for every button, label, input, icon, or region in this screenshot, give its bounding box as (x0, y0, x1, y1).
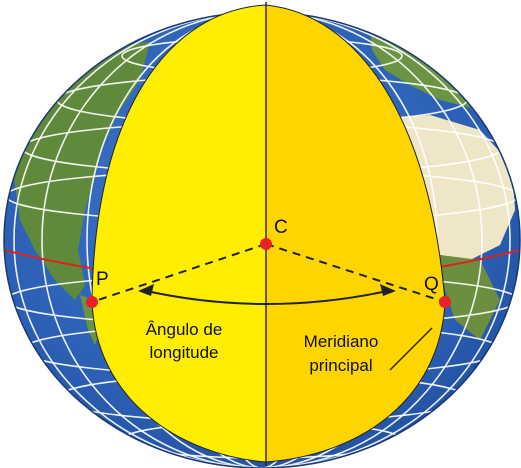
arrow-left-icon (138, 284, 154, 296)
meridian-pointer (389, 327, 433, 371)
meridian-caption-line1: Meridiano (304, 332, 379, 351)
radius-cq (265, 243, 446, 303)
angle-arc (141, 289, 393, 305)
point-c (260, 238, 272, 250)
angle-caption-line2: longitude (149, 343, 218, 362)
angle-caption-line1: Ângulo de (146, 320, 223, 339)
arrow-right-icon (380, 284, 396, 296)
label-q: Q (424, 274, 439, 295)
point-q (439, 296, 451, 308)
africa-south-landmass (440, 255, 500, 340)
label-p: P (96, 269, 109, 290)
label-c: C (274, 217, 288, 238)
radius-cp (91, 243, 267, 303)
meridian-caption-line2: principal (309, 356, 372, 375)
left-hemisphere (91, 4, 267, 463)
point-p (86, 296, 98, 308)
